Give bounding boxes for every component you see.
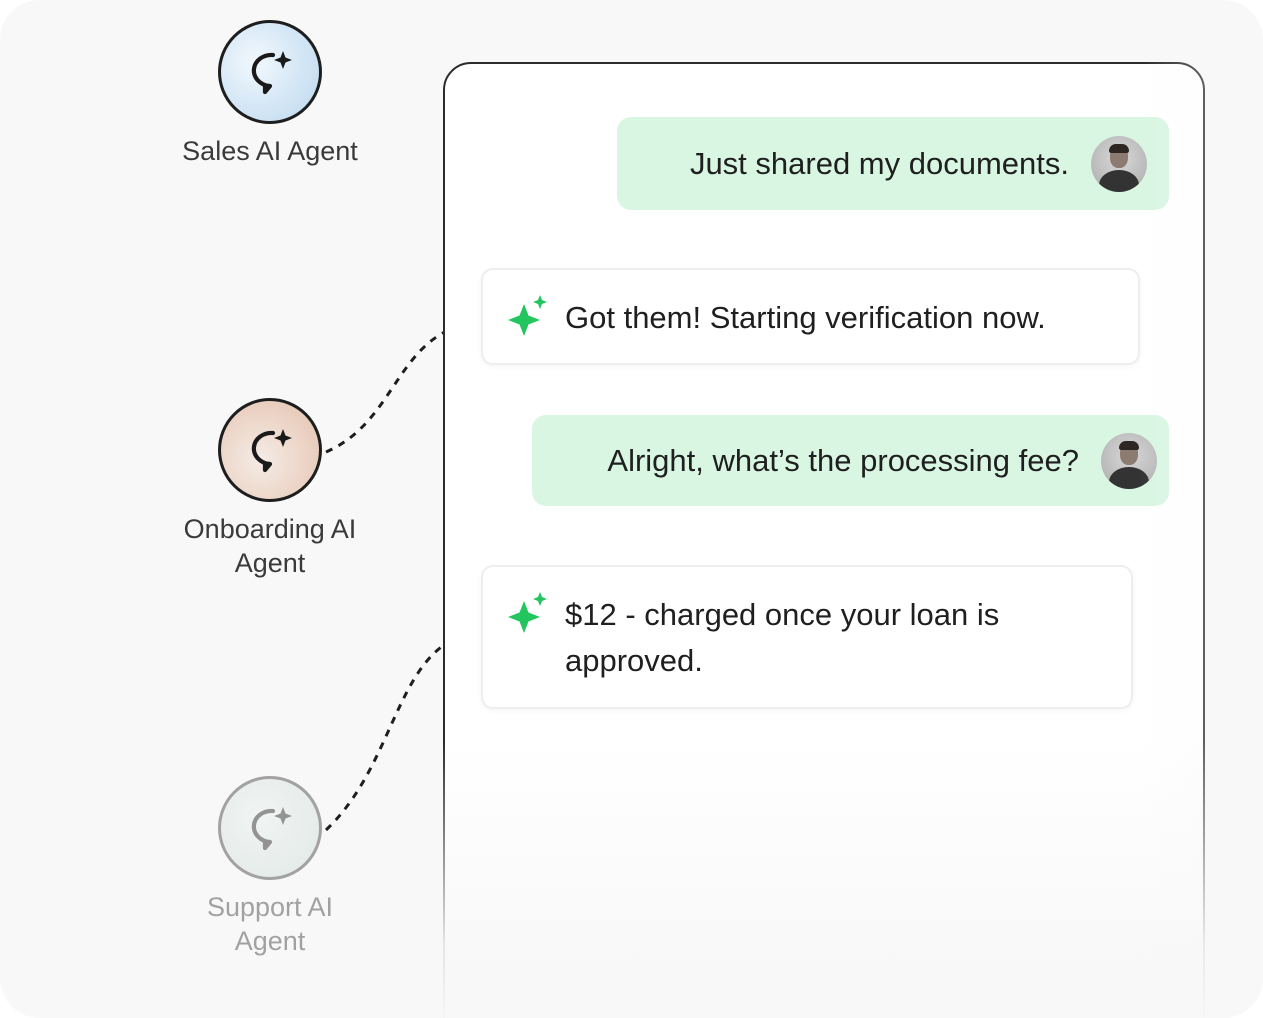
chat-sparkle-icon <box>251 429 292 473</box>
agent-avatar <box>218 20 322 124</box>
chat-sparkle-icon <box>251 51 292 95</box>
sparkle-icon <box>508 295 547 336</box>
sparkle-icon <box>508 592 547 633</box>
message-user: Alright, what’s the processing fee? <box>532 415 1169 506</box>
agent-support[interactable]: Support AI Agent <box>170 776 370 958</box>
message-agent: $12 - charged once your loan is approved… <box>481 565 1133 709</box>
message-text: Got them! Starting verification now. <box>565 300 1046 335</box>
message-user: Just shared my documents. <box>617 117 1169 210</box>
message-text: $12 - charged once your loan is approved… <box>565 597 1000 678</box>
agent-avatar <box>218 398 322 502</box>
agent-sales[interactable]: Sales AI Agent <box>170 20 370 168</box>
message-text: Alright, what’s the processing fee? <box>607 442 1079 478</box>
message-agent: Got them! Starting verification now. <box>481 268 1140 365</box>
agent-label: Support AI Agent <box>206 892 334 956</box>
message-text: Just shared my documents. <box>689 145 1069 181</box>
agent-label: Sales AI Agent <box>182 136 358 166</box>
agent-avatar <box>218 776 322 880</box>
agent-onboarding[interactable]: Onboarding AI Agent <box>170 398 370 580</box>
user-avatar <box>1091 135 1147 192</box>
agent-label: Onboarding AI Agent <box>183 514 357 578</box>
chat-sparkle-icon <box>251 807 292 851</box>
user-avatar <box>1101 432 1157 489</box>
